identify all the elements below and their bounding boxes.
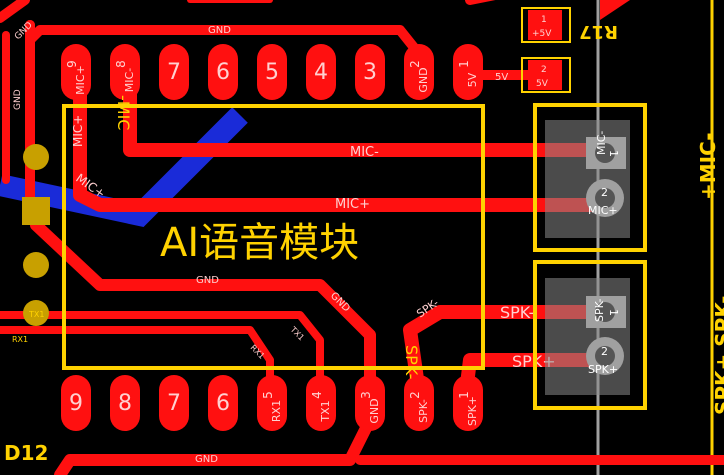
left-header-rx-label: RX1: [12, 335, 28, 344]
spk-pin-2-label: SPK+: [588, 363, 618, 376]
top-pin-label: GND: [417, 67, 430, 92]
top-pad-6[interactable]: [208, 44, 238, 100]
bottom-pin-number: 6: [216, 391, 230, 416]
bottom-pad-5[interactable]: [257, 375, 287, 431]
mic-pin-1-number: 1: [607, 150, 620, 157]
bottom-pad-1[interactable]: [453, 375, 483, 431]
top-pin-number: 3: [363, 60, 377, 85]
r17-pad-1[interactable]: [528, 10, 562, 40]
top-pin-number: 5: [265, 60, 279, 85]
spk-connector-silk-label: SPK+ SPK-: [711, 296, 724, 415]
bottom-pad-9[interactable]: [61, 375, 91, 431]
mic-pin-2-number: 2: [601, 186, 608, 199]
bottom-pad-7[interactable]: [159, 375, 189, 431]
spk-connector: 1 SPK- 2 SPK+ SPK+ SPK-: [533, 260, 724, 415]
bottom-pin-number: 7: [167, 391, 181, 416]
spk-pin-1-label: SPK-: [593, 298, 606, 322]
spk-pin-2-number: 2: [601, 345, 608, 358]
top-pin-label: MIC+: [74, 65, 87, 95]
r17-pad2-net: 5V: [536, 79, 549, 89]
r17-pad-2[interactable]: [528, 60, 562, 90]
r17-designator: R17: [579, 21, 618, 42]
top-pad-7[interactable]: [159, 44, 189, 100]
bottom-pin-number: 8: [118, 391, 132, 416]
bottom-pin-label: TX1: [319, 400, 332, 422]
bottom-pin-number: 1: [457, 391, 471, 399]
bottom-pin-number: 2: [408, 391, 422, 399]
bottom-pin-number: 9: [69, 391, 83, 416]
left-header: TX1 RX1: [12, 144, 50, 344]
net-label-mic-plus: MIC+: [335, 197, 370, 212]
bottom-pin-label: RX1: [270, 400, 283, 422]
bottom-pin-number: 4: [310, 391, 324, 399]
top-pad-2[interactable]: [404, 44, 434, 100]
net-label-tx1-diag: TX1: [288, 324, 306, 342]
top-pad-4[interactable]: [306, 44, 336, 100]
top-pad-9[interactable]: [61, 44, 91, 100]
bottom-pad-2[interactable]: [404, 375, 434, 431]
top-pin-label: 5V: [466, 72, 479, 87]
bottom-pin-label: SPK-: [417, 399, 430, 423]
module-title: AI语音模块: [160, 220, 359, 266]
r17-pad1-number: 1: [541, 15, 547, 25]
bottom-pin-number: 5: [261, 391, 275, 399]
top-pin-number: 9: [65, 60, 79, 68]
net-label-gnd-top: GND: [208, 25, 231, 36]
net-label-mic-minus: MIC-: [350, 145, 379, 160]
module-outline: [62, 104, 485, 370]
left-header-pad[interactable]: [22, 197, 50, 225]
bottom-pin-number: 3: [359, 391, 373, 399]
left-header-tx-label: TX1: [28, 310, 44, 319]
bottom-pad-6[interactable]: [208, 375, 238, 431]
top-pin-number: 2: [408, 60, 422, 68]
r17-pad1-net: +5V: [532, 29, 552, 39]
r17-pad2-number: 2: [541, 65, 547, 75]
top-pin-number: 6: [216, 60, 230, 85]
left-header-pad[interactable]: [23, 252, 49, 278]
mic-connector: 1 MIC- 2 MIC+ +MIC-: [533, 103, 720, 252]
net-label-gnd-bottom: GND: [195, 454, 218, 465]
net-label-spk-minus: SPK-: [500, 303, 534, 322]
top-pin-number: 4: [314, 60, 328, 85]
designator-d12: D12: [4, 441, 48, 465]
mic-connector-silk-label: +MIC-: [696, 132, 720, 200]
spk-pin-1-number: 1: [607, 309, 620, 316]
resistor-r17: 1 +5V 2 5V R17: [521, 7, 618, 93]
mic-pin-1-label: MIC-: [595, 131, 608, 155]
top-pad-8[interactable]: [110, 44, 140, 100]
silk-spk-minus-vertical: SPK-: [402, 345, 421, 379]
bottom-pad-3[interactable]: [355, 375, 385, 431]
bottom-pad-4[interactable]: [306, 375, 336, 431]
top-pad-5[interactable]: [257, 44, 287, 100]
bottom-pin-label: GND: [368, 398, 381, 423]
bottom-pin-label: SPK+: [466, 396, 479, 426]
top-pin-label: MIC-: [123, 68, 136, 92]
net-label-gnd-left: GND: [13, 89, 23, 110]
left-header-pad[interactable]: [23, 144, 49, 170]
top-pad-3[interactable]: [355, 44, 385, 100]
net-label-gnd-mid: GND: [196, 275, 219, 286]
net-label-5v: 5V: [495, 72, 508, 83]
silk-mic-minus-vertical: -MIC: [114, 95, 133, 130]
left-header-pad[interactable]: [23, 300, 49, 326]
top-pad-1[interactable]: [453, 44, 483, 100]
mic-pin-2-label: MIC+: [588, 204, 618, 217]
bottom-pad-8[interactable]: [110, 375, 140, 431]
top-pin-number: 7: [167, 60, 181, 85]
top-pin-number: 8: [114, 60, 128, 68]
top-pin-number: 1: [457, 60, 471, 68]
net-label-mic-plus-vertical: MIC+: [71, 115, 85, 147]
